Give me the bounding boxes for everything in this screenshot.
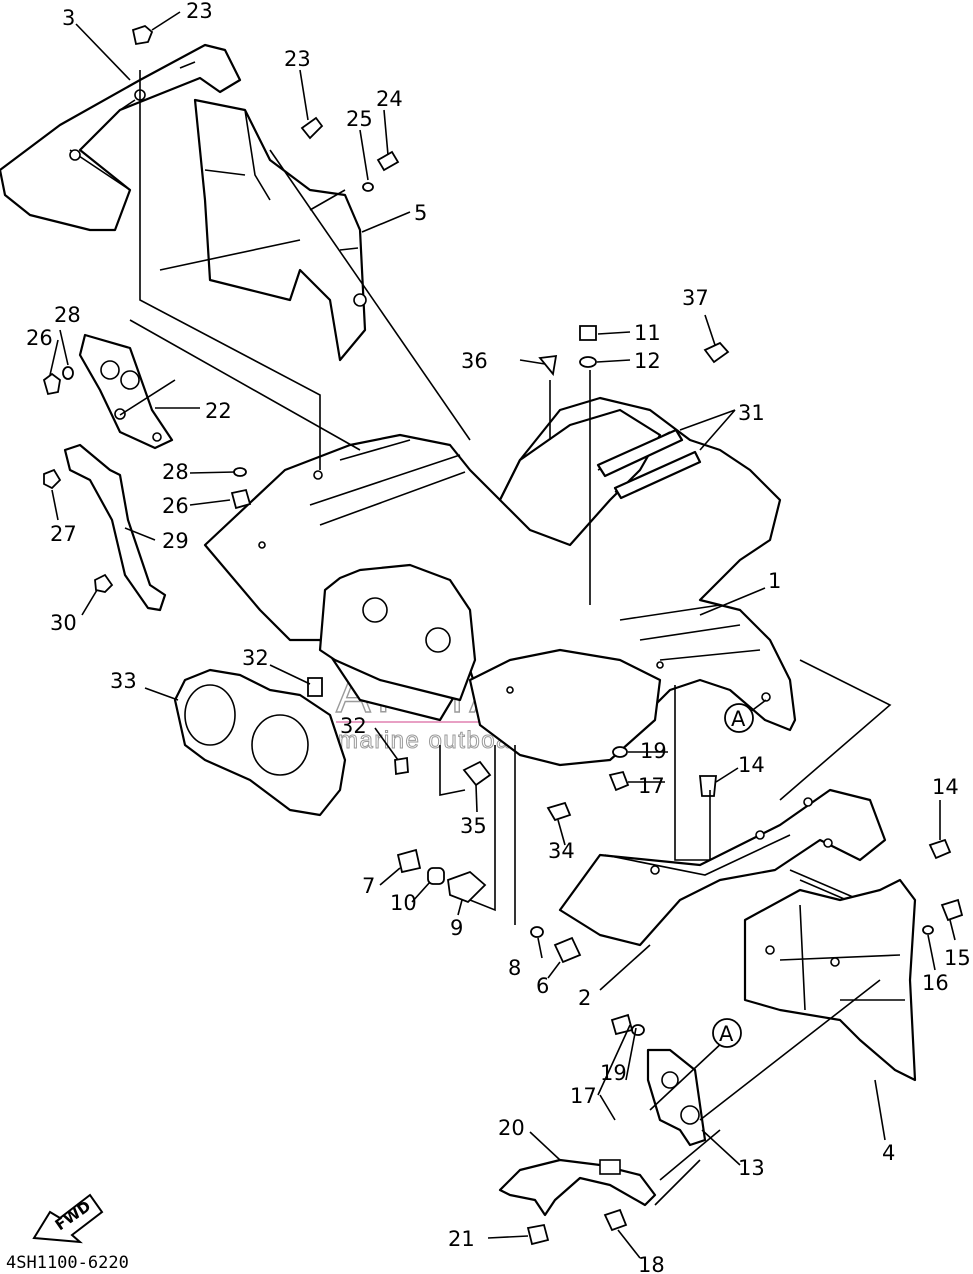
detail-marker-a-lower: A bbox=[712, 1018, 742, 1048]
callout-16: 16 bbox=[922, 971, 949, 995]
callout-30: 30 bbox=[50, 611, 77, 635]
part-4-side-guard bbox=[743, 878, 917, 1082]
callout-8: 8 bbox=[508, 956, 521, 980]
fasteners bbox=[42, 24, 964, 1246]
callout-15: 15 bbox=[944, 946, 971, 970]
part-22-bracket bbox=[78, 333, 174, 450]
callout-26: 26 bbox=[162, 494, 189, 518]
callout-14: 14 bbox=[932, 775, 959, 799]
callout-11: 11 bbox=[634, 321, 661, 345]
callout-6: 6 bbox=[536, 974, 549, 998]
callout-31: 31 bbox=[738, 401, 765, 425]
callout-21: 21 bbox=[448, 1227, 475, 1251]
callout-37: 37 bbox=[682, 286, 709, 310]
fwd-arrow: FWD bbox=[32, 1193, 104, 1244]
callout-17: 17 bbox=[570, 1084, 597, 1108]
callout-33: 33 bbox=[110, 669, 137, 693]
part-2-side-panel bbox=[558, 788, 887, 947]
callout-17: 17 bbox=[638, 774, 665, 798]
callout-28: 28 bbox=[162, 460, 189, 484]
callout-24: 24 bbox=[376, 87, 403, 111]
leader-lines bbox=[49, 11, 956, 1259]
callout-23: 23 bbox=[186, 0, 213, 23]
callout-29: 29 bbox=[162, 529, 189, 553]
callout-27: 27 bbox=[50, 522, 77, 546]
part-13-bracket bbox=[646, 1048, 707, 1147]
callout-9: 9 bbox=[450, 916, 463, 940]
callout-36: 36 bbox=[461, 349, 488, 373]
part-20-stay bbox=[498, 1158, 657, 1217]
callout-19: 19 bbox=[640, 739, 667, 763]
callout-18: 18 bbox=[638, 1253, 665, 1274]
callout-28: 28 bbox=[54, 303, 81, 327]
part-31-strips bbox=[596, 428, 702, 500]
callout-10: 10 bbox=[390, 891, 417, 915]
callout-32: 32 bbox=[340, 714, 367, 738]
callout-2: 2 bbox=[578, 986, 591, 1010]
callout-26: 26 bbox=[26, 326, 53, 350]
part-33-meter-housing bbox=[173, 668, 347, 817]
part-29-stay bbox=[63, 443, 167, 612]
callout-35: 35 bbox=[460, 814, 487, 838]
callout-12: 12 bbox=[634, 349, 661, 373]
callout-19: 19 bbox=[600, 1061, 627, 1085]
callout-20: 20 bbox=[498, 1116, 525, 1140]
callouts: 3 23 23 24 25 5 28 26 22 28 26 27 29 30 … bbox=[26, 0, 971, 1274]
detail-marker-a-upper: A bbox=[724, 703, 754, 733]
callout-34: 34 bbox=[548, 839, 575, 863]
part-1-rear-fender bbox=[203, 396, 797, 767]
callout-14: 14 bbox=[738, 753, 765, 777]
callout-23: 23 bbox=[284, 47, 311, 71]
callout-13: 13 bbox=[738, 1156, 765, 1180]
callout-22: 22 bbox=[205, 399, 232, 423]
part-5-inner-panel bbox=[193, 98, 367, 362]
detail-marker-a-label-2: A bbox=[719, 1022, 734, 1046]
callout-25: 25 bbox=[346, 107, 373, 131]
callout-3: 3 bbox=[62, 6, 75, 30]
callout-7: 7 bbox=[362, 874, 375, 898]
callout-5: 5 bbox=[414, 201, 427, 225]
detail-marker-a-label: A bbox=[731, 707, 746, 731]
callout-1: 1 bbox=[768, 569, 781, 593]
callout-4: 4 bbox=[882, 1141, 895, 1165]
drawing-code: 4SH1100-6220 bbox=[6, 1253, 129, 1273]
callout-32: 32 bbox=[242, 646, 269, 670]
